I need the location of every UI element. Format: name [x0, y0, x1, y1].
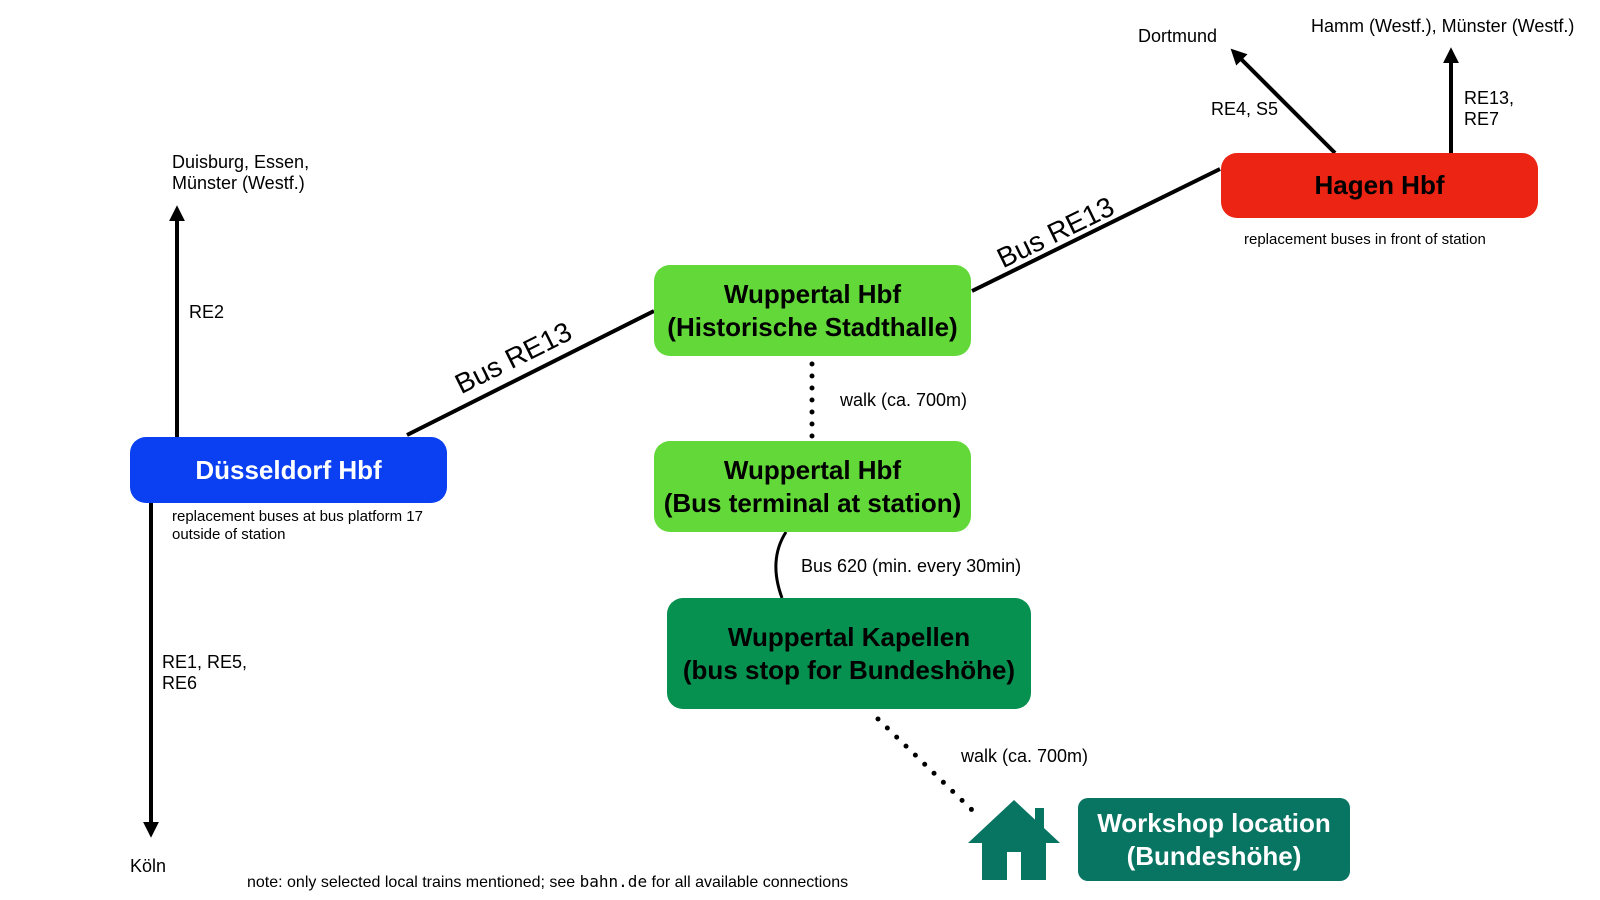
wuppertal-stadthalle-line2: (Historische Stadthalle): [667, 311, 958, 342]
re13-label-line1: RE13,: [1464, 88, 1515, 108]
re13-label: RE13, RE7: [1464, 88, 1514, 130]
walk-label-1: walk (ca. 700m): [840, 390, 968, 410]
duesseldorf-note-line2: outside of station: [172, 526, 286, 543]
wuppertal-terminal-line1: Wuppertal Hbf: [723, 454, 902, 485]
bus-620-label: Bus 620 (min. every 30min): [801, 556, 1022, 576]
destination-hamm: Hamm (Westf.), Münster (Westf.): [1311, 16, 1575, 36]
wuppertal-kapellen-line2: (bus stop for Bundeshöhe): [682, 654, 1016, 685]
duesseldorf-note-line1: replacement buses at bus platform 17: [172, 508, 423, 525]
bus-620-curve: [774, 531, 788, 599]
duesseldorf-hbf-node: Düsseldorf Hbf: [130, 437, 447, 503]
hagen-note: replacement buses in front of station: [1244, 231, 1486, 248]
walk-label-2: walk (ca. 700m): [961, 746, 1089, 766]
destination-north-west-line2: Münster (Westf.): [172, 173, 305, 193]
bus-re13-line-west: [406, 309, 655, 437]
destination-south: Köln: [130, 856, 167, 876]
re13-label-line2: RE7: [1464, 109, 1500, 129]
duesseldorf-note: replacement buses at bus platform 17 out…: [172, 508, 423, 544]
destination-north-west-line1: Duisburg, Essen,: [172, 152, 310, 172]
footer-note: note: only selected local trains mention…: [247, 873, 848, 892]
wuppertal-stadthalle-node: Wuppertal Hbf (Historische Stadthalle): [654, 265, 971, 356]
destination-north-west: Duisburg, Essen, Münster (Westf.): [172, 152, 309, 194]
bus-re13-line-east: [971, 167, 1221, 293]
destination-dortmund: Dortmund: [1138, 26, 1218, 46]
workshop-location-node: Workshop location (Bundeshöhe): [1078, 798, 1350, 881]
footer-suffix: for all available connections: [647, 874, 849, 891]
re4-label: RE4, S5: [1211, 99, 1279, 119]
re2-label: RE2: [189, 302, 225, 322]
walk-dots-2: [875, 716, 975, 813]
wuppertal-terminal-line2: (Bus terminal at station): [663, 487, 962, 518]
re4-arrow: [1230, 48, 1337, 155]
workshop-line1: Workshop location: [1097, 807, 1331, 838]
hagen-hbf-node: Hagen Hbf: [1221, 153, 1538, 218]
house-icon: [968, 800, 1060, 880]
workshop-line2: (Bundeshöhe): [1126, 840, 1302, 871]
hagen-hbf-label: Hagen Hbf: [1314, 170, 1445, 200]
duesseldorf-hbf-label: Düsseldorf Hbf: [195, 454, 382, 485]
bahn-link[interactable]: bahn.de: [579, 872, 648, 891]
re1-label: RE1, RE5, RE6: [162, 652, 247, 694]
re1-label-line2: RE6: [162, 673, 198, 693]
wuppertal-kapellen-line1: Wuppertal Kapellen: [727, 621, 971, 652]
re1-label-line1: RE1, RE5,: [162, 652, 248, 672]
footer-prefix: note: only selected local trains mention…: [247, 874, 580, 891]
wuppertal-stadthalle-line1: Wuppertal Hbf: [723, 278, 902, 309]
wuppertal-kapellen-node: Wuppertal Kapellen (bus stop for Bundesh…: [667, 598, 1031, 709]
wuppertal-terminal-node: Wuppertal Hbf (Bus terminal at station): [654, 441, 971, 532]
